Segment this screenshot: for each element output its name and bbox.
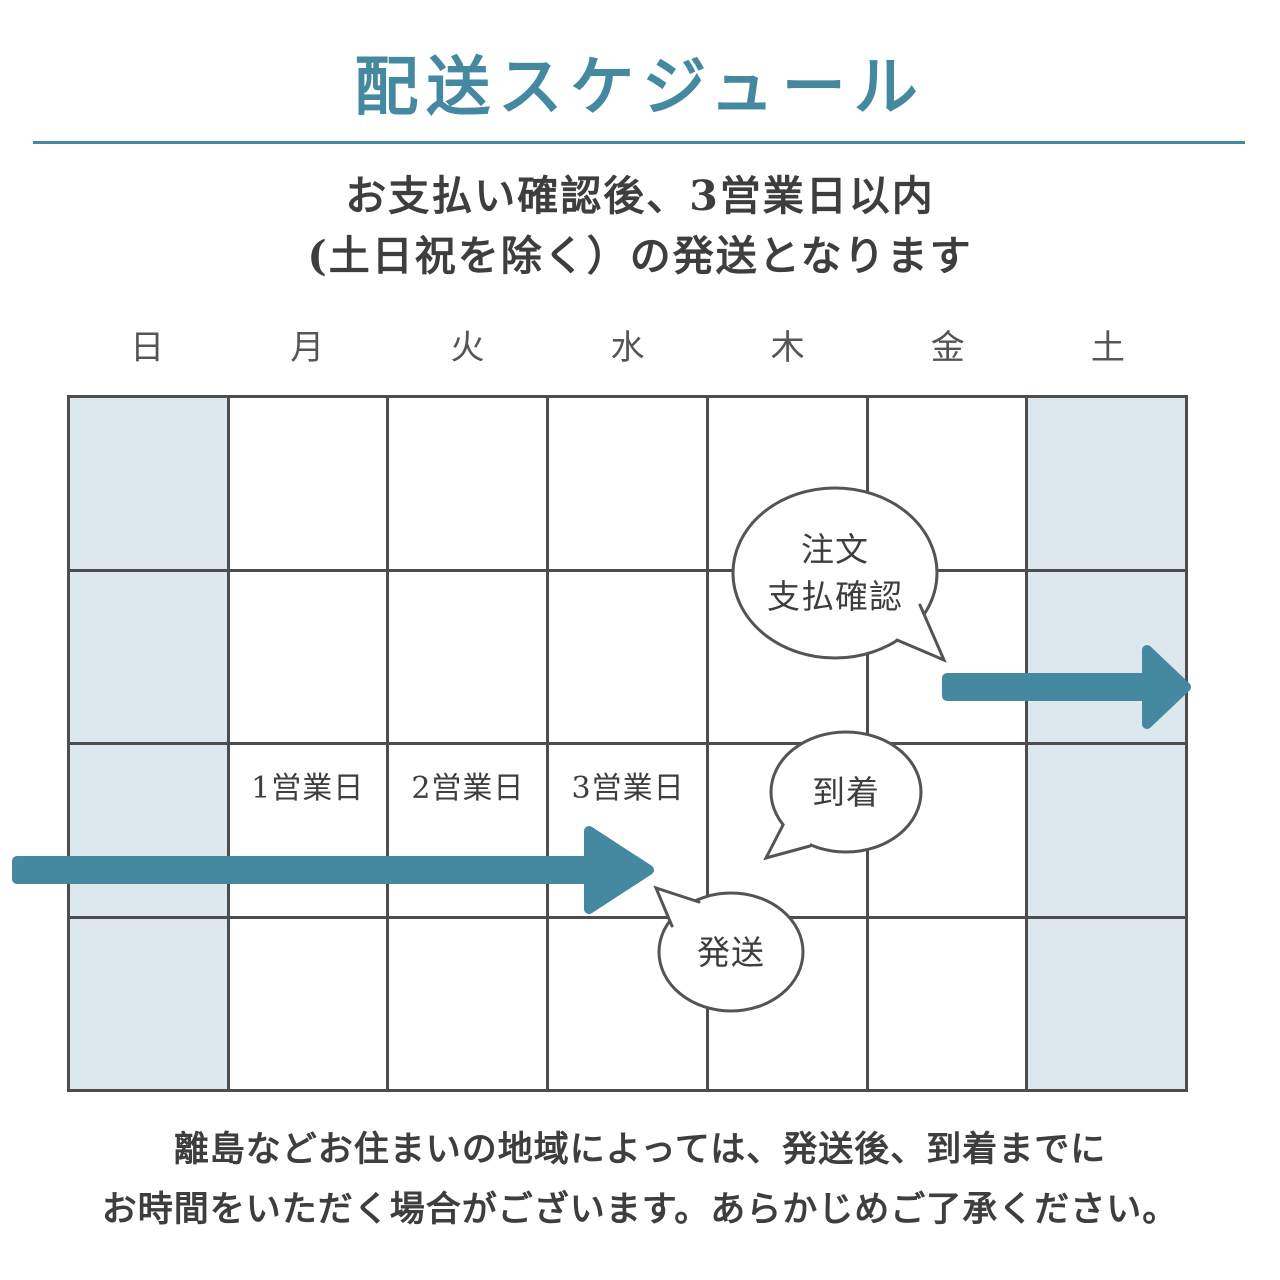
calendar-cell-r4-c7 xyxy=(1028,918,1185,1089)
footer-line-1: 離島などお住まいの地域によっては、発送後、到着までに xyxy=(173,1129,1107,1170)
footer-line-2: お時間をいただく場合がございます。あらかじめご了承ください。 xyxy=(101,1189,1179,1230)
calendar-cell-r4-c6 xyxy=(868,918,1026,1089)
day-header-0: 日 xyxy=(130,328,165,368)
bubble-arrival-label: 到着 xyxy=(771,762,921,822)
calendar-cell-r4-c2 xyxy=(229,918,387,1089)
day-header-6: 土 xyxy=(1090,328,1125,368)
speech-bubble-shipping xyxy=(653,885,805,1013)
day-header-5: 金 xyxy=(930,328,965,368)
page-title: 配送スケジュール xyxy=(354,50,926,125)
calendar-cell-r3-c1 xyxy=(70,745,227,916)
calendar-cell-r2-c4 xyxy=(549,571,706,742)
bubble-shipping-label: 発送 xyxy=(656,922,806,982)
calendar-cell-r1-c1 xyxy=(70,398,227,569)
calendar-cell-r1-c2 xyxy=(229,398,387,569)
bubble-shipping-line-1: 発送 xyxy=(697,932,765,972)
subtitle-line-2: (土日祝を除く）の発送となります xyxy=(307,232,973,280)
day-header-row: 日月火水木金土 xyxy=(67,320,1188,368)
calendar-cell-r2-c3 xyxy=(389,571,547,742)
day-header-4: 木 xyxy=(770,328,805,368)
calendar-cell-r3-c3 xyxy=(389,745,547,916)
title-divider xyxy=(33,141,1245,144)
bubble-order-line-1: 注文 xyxy=(801,530,869,569)
calendar-cell-r2-c2 xyxy=(229,571,387,742)
calendar-cell-r1-c4 xyxy=(549,398,706,569)
bubble-order-label: 注文 支払確認 xyxy=(735,495,935,651)
bubble-order-line-2: 支払確認 xyxy=(767,577,903,616)
speech-bubble-arrival xyxy=(763,730,923,861)
subtitle-line-1: お支払い確認後、3営業日以内 xyxy=(345,172,935,220)
calendar-cell-r1-c3 xyxy=(389,398,547,569)
arrow-next-week-icon xyxy=(942,645,1191,729)
calendar-cell-r2-c1 xyxy=(70,571,227,742)
calendar-cell-r3-c7 xyxy=(1028,745,1185,916)
calendar-cell-r3-c2 xyxy=(229,745,387,916)
business-day-label-2: 2営業日 xyxy=(411,771,525,806)
business-day-label-3: 3営業日 xyxy=(571,771,685,806)
calendar-cell-r4-c3 xyxy=(389,918,547,1089)
business-day-label-1: 1営業日 xyxy=(251,771,365,806)
calendar-grid xyxy=(67,395,1188,1092)
day-header-2: 火 xyxy=(450,328,485,368)
calendar-cell-r1-c7 xyxy=(1028,398,1185,569)
day-header-3: 水 xyxy=(610,328,645,368)
subtitle: お支払い確認後、3営業日以内 (土日祝を除く）の発送となります xyxy=(0,166,1280,286)
footer-note: 離島などお住まいの地域によっては、発送後、到着までに お時間をいただく場合がござ… xyxy=(0,1120,1280,1240)
speech-bubble-order xyxy=(731,486,947,663)
calendar-cell-r4-c1 xyxy=(70,918,227,1089)
bubble-arrival-line-1: 到着 xyxy=(812,772,880,812)
day-header-1: 月 xyxy=(290,328,325,368)
arrow-business-days-icon xyxy=(12,826,654,914)
